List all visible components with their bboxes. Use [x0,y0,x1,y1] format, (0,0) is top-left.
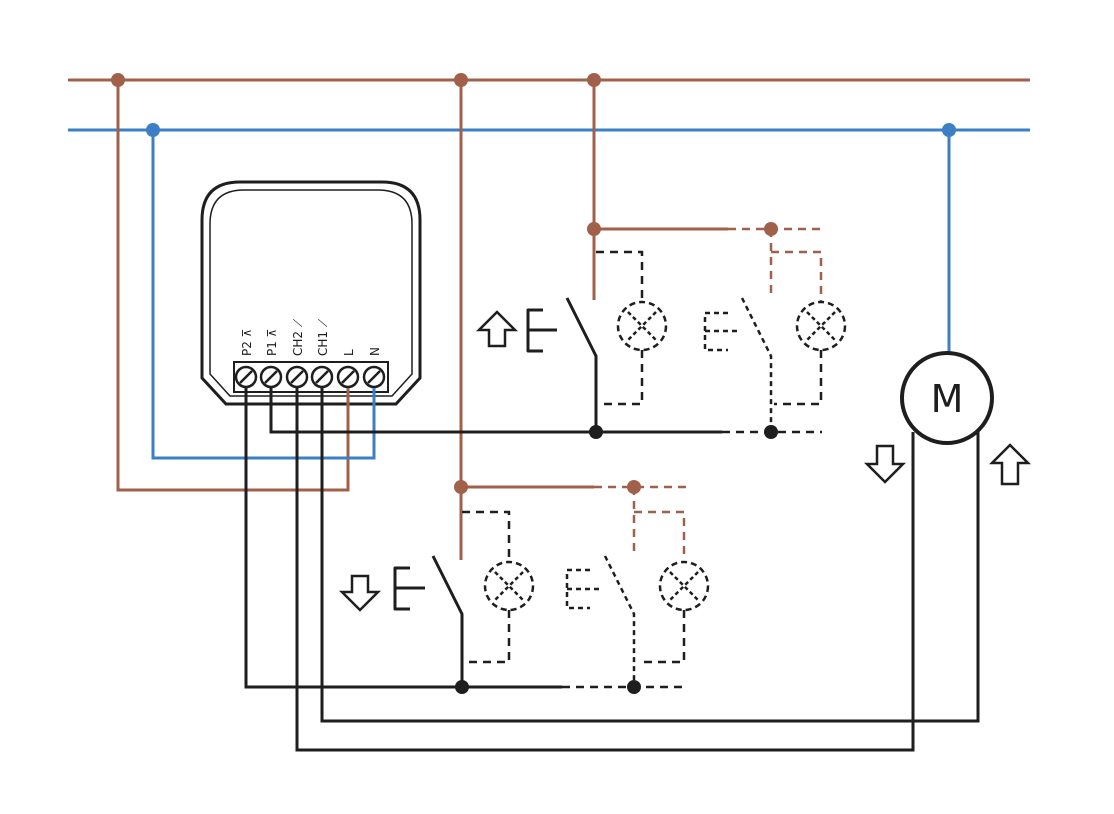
lamp-icon [483,560,535,612]
lamp-icon [658,560,710,612]
screw-p1 [259,365,283,389]
live-to-module-l [116,80,350,492]
junction-dots [111,73,956,694]
screw-ch2 [285,365,309,389]
motor: M [900,351,994,445]
ch1-motor-wire [320,388,980,723]
terminal-label-n: N [368,347,382,356]
up-switch-aux [703,250,847,430]
terminal-label-l: L [342,349,356,356]
lamp-icon [616,300,668,352]
up-switch [475,250,668,432]
terminal-label-ch1: CH1 ⟋ [316,318,330,356]
screw-l [336,365,360,389]
arrow-up-icon [475,310,519,348]
terminal-label-p2: P2 ⊼ [240,329,254,356]
down-switch [338,510,535,687]
screw-n [362,365,386,389]
down-switch-aux [565,510,710,686]
motor-circle [900,351,994,445]
terminal-label-p1: P1 ⊼ [265,329,279,356]
p1-control-wire [269,388,722,434]
neutral-to-module-n [151,130,376,460]
terminal-label-ch2: CH2 ⟋ [291,318,305,356]
motor-down-arrow-icon [863,444,907,484]
terminal-screws [234,365,386,389]
motor-up-arrow-icon [988,443,1032,486]
ch2-motor-wire [295,388,915,752]
lamp-icon [795,300,847,352]
smart-module: P2 ⊼ P1 ⊼ CH2 ⟋ CH1 ⟋ L N [200,180,422,406]
motor-label: M [931,377,964,421]
screw-ch1 [310,365,334,389]
screw-p2 [234,365,258,389]
arrow-down-icon [338,574,382,612]
